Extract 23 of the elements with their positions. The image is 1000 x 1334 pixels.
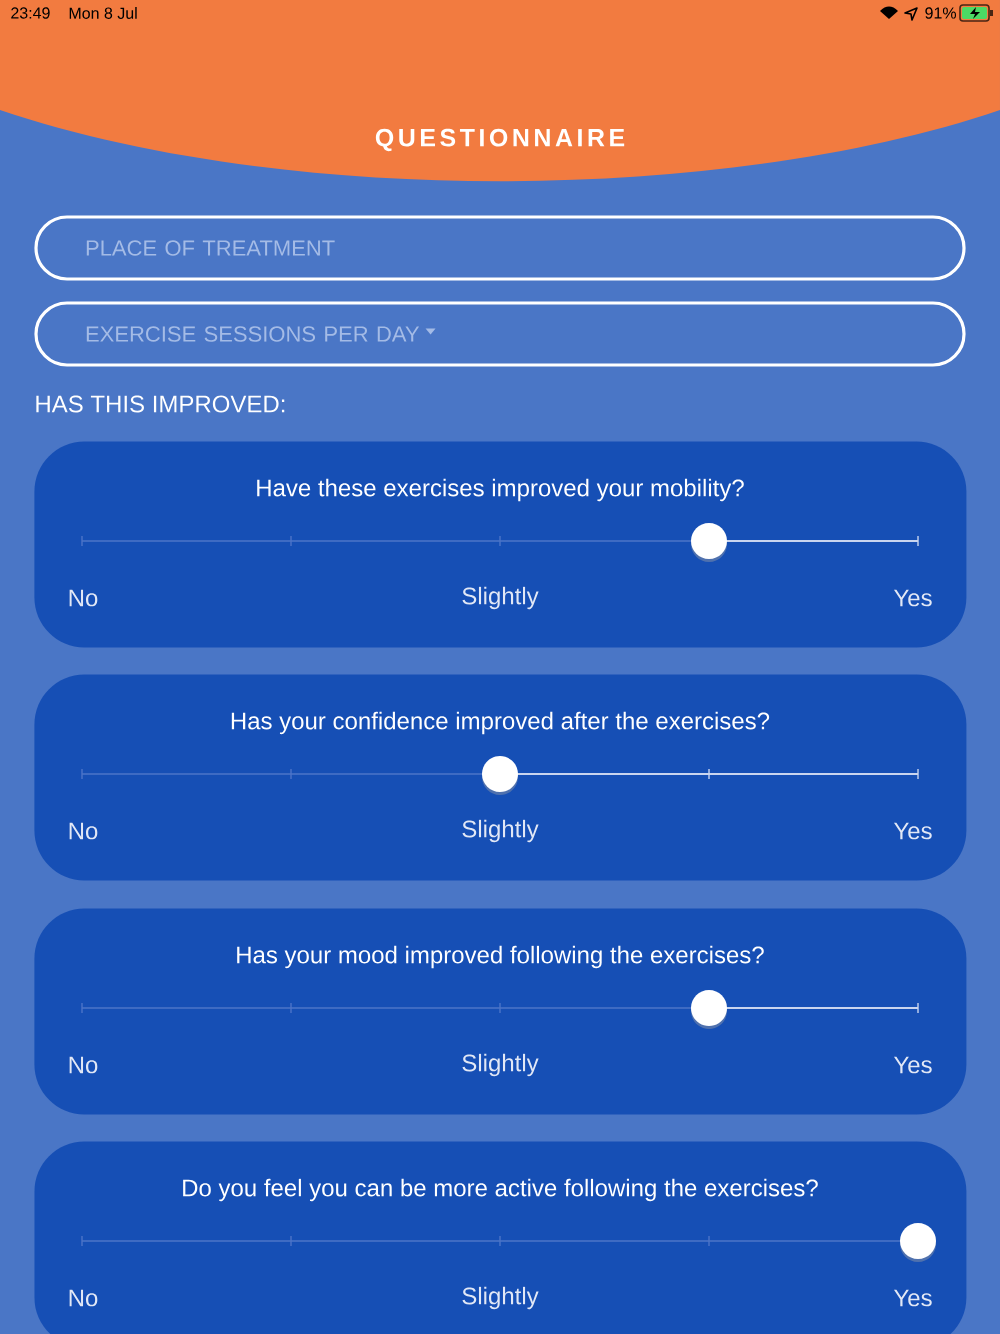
question-text: Has your confidence improved after the exercises? <box>231 711 770 735</box>
scale-label: No <box>69 1289 98 1307</box>
scale-label: No <box>69 1056 98 1074</box>
scale-label: Yes <box>893 1056 932 1074</box>
scale-label: No <box>69 822 98 840</box>
scale-label: Yes <box>893 1289 932 1307</box>
status-time: 23:49 <box>11 7 50 19</box>
scale-label: Yes <box>893 822 932 840</box>
dropdown-field: EXERCISE SESSIONS PER DAY <box>34 301 966 367</box>
scale-label: Slightly <box>462 586 539 610</box>
scale-label: Yes <box>893 589 932 607</box>
input-field: PLACE OF TREATMENT <box>34 215 966 281</box>
scale-label: Slightly <box>462 1286 539 1310</box>
battery-percent: 91% <box>925 7 956 19</box>
title: QUESTIONNAIRE <box>375 128 625 152</box>
scale-label: Slightly <box>462 1053 539 1077</box>
scale-label: Slightly <box>462 819 539 843</box>
question-text: Has your mood improved following the exercises? <box>237 945 764 969</box>
question-text: Have these exercises improved your mobility? <box>257 478 744 502</box>
question-text: Do you feel you can be more active following the exercises? <box>183 1178 818 1202</box>
status-date: Mon 8 Jul <box>69 7 137 19</box>
scale-label: No <box>69 589 98 607</box>
section-heading: HAS THIS IMPROVED: <box>36 395 285 413</box>
